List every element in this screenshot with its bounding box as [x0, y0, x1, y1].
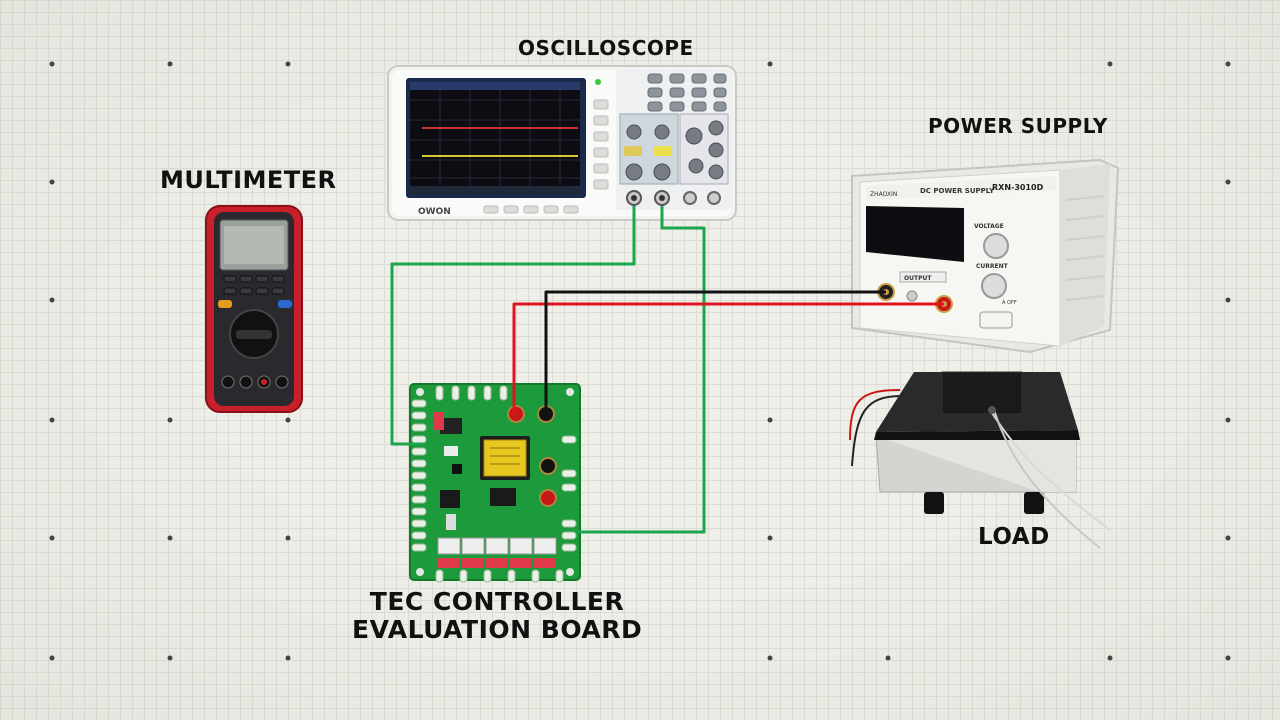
power-supply-brand: ZHAOXIN [870, 191, 897, 198]
current-knob [981, 273, 1007, 299]
bnc-connectors [626, 190, 721, 206]
grid-dots [49, 61, 1231, 661]
inductor [483, 439, 527, 477]
on-off-label: A OFF [1002, 300, 1017, 306]
tec-board-label-line2: EVALUATION BOARD [352, 615, 643, 644]
power-supply-display [866, 206, 964, 262]
tec-board-label: TEC CONTROLLER EVALUATION BOARD [352, 588, 642, 644]
voltage-label: VOLTAGE [974, 223, 1004, 230]
load [849, 371, 1111, 549]
multimeter [205, 205, 303, 413]
wire-supply-negative [544, 290, 886, 414]
power-supply-label: POWER SUPPLY [928, 114, 1108, 138]
load-heatsink-block [941, 371, 1023, 415]
power-supply: ZHAOXIN DC POWER SUPPLY RXN-3010D VOLTAG… [851, 158, 1120, 354]
oscilloscope-screen [410, 82, 580, 194]
oscilloscope-label: OSCILLOSCOPE [518, 36, 694, 60]
current-label: CURRENT [976, 263, 1009, 270]
power-supply-title: DC POWER SUPPLY [920, 187, 995, 195]
ic-chip [440, 418, 462, 434]
oscilloscope: OWON [387, 65, 737, 221]
multimeter-label: MULTIMETER [160, 166, 337, 194]
wire-probe-ch1 [390, 206, 636, 446]
menu-buttons [593, 99, 609, 190]
oscilloscope-brand: OWON [418, 207, 451, 217]
left-test-pads [411, 399, 427, 552]
board-terminals [507, 405, 557, 507]
output-label: OUTPUT [904, 275, 932, 282]
wire-probe-ch2 [578, 206, 706, 534]
wire-supply-positive [512, 302, 944, 414]
power-supply-model: RXN-3010D [992, 183, 1044, 192]
voltage-knob [983, 233, 1009, 259]
power-switch [979, 311, 1013, 329]
tec-board-label-line1: TEC CONTROLLER [369, 587, 625, 616]
wiring [390, 206, 944, 534]
load-label: LOAD [978, 524, 1050, 550]
dip-switches [437, 537, 557, 568]
tec-evaluation-board [409, 383, 581, 583]
